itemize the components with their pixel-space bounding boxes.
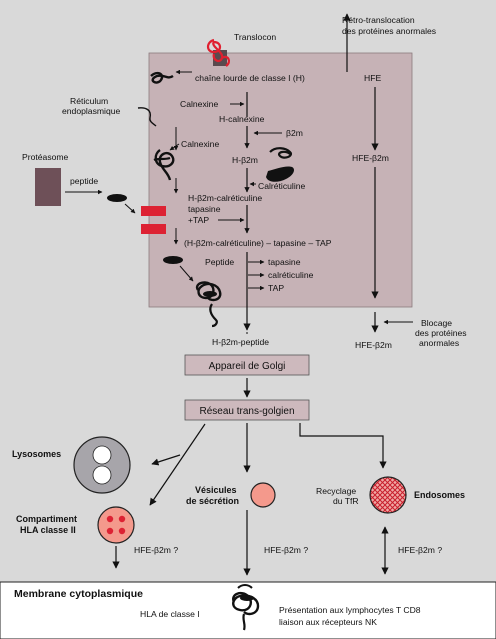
golgi-box (184, 354, 310, 376)
peptide-er-arrow (179, 265, 194, 282)
compartment-label-2: HLA classe II (20, 525, 76, 535)
heavy-chain-icon (150, 71, 174, 84)
calreticuline-icon (266, 166, 294, 182)
lysosome-arrow (151, 454, 181, 466)
compartment-dot-2 (118, 515, 126, 523)
lysosome-organelle (73, 436, 131, 494)
b2m-icon (269, 147, 292, 159)
hfe-question-2: HFE-β2m ? (264, 545, 308, 555)
calnexine-2-label: Calnexine (181, 139, 219, 149)
compartment-dot-4 (118, 527, 126, 535)
retro-label-2: des protéines anormales (342, 26, 436, 36)
tap-block-bottom (141, 224, 166, 234)
surface-hla-icon (232, 584, 260, 631)
reticulum-label-1: Réticulum (70, 96, 108, 106)
lysosomes-label: Lysosomes (12, 449, 61, 459)
calreticuline-label: Calréticuline (258, 181, 306, 191)
endosome-arrow (299, 423, 387, 469)
peptide-er-icon (163, 256, 183, 264)
reticulum-pointer (137, 107, 157, 127)
translocon-label: Translocon (234, 32, 276, 42)
release-label-1: tapasine (268, 257, 301, 267)
h-calnexine-label: H-calnexine (219, 114, 265, 124)
hla-class-i-label: HLA de classe I (140, 609, 200, 619)
b2m-label: β2m (286, 128, 303, 138)
compartment-dot-3 (106, 527, 114, 535)
complex-label-3: +TAP (188, 215, 209, 225)
membrane-band (0, 581, 496, 639)
calnexine-2-pointer (169, 143, 180, 151)
hfe-b2m-out-label: HFE-β2m (355, 340, 392, 350)
endosomes-label: Endosomes (414, 490, 465, 500)
h-b2m-peptide-label: H-β2m-peptide (212, 337, 269, 347)
translocon-icon (206, 38, 231, 67)
lysosome-vesicle-1 (92, 445, 112, 465)
peptide-out-label: peptide (70, 176, 98, 186)
endosome-organelle (369, 476, 407, 514)
loaded-mhc-icon (195, 281, 222, 328)
vesicles-label-1: Vésicules (195, 485, 237, 495)
presentation-label-1: Présentation aux lymphocytes T CD8 (279, 605, 421, 615)
peptide-to-tap-arrow (124, 203, 136, 214)
calnexine-top-label: Calnexine (180, 99, 218, 109)
h-b2m-label: H-β2m (232, 155, 258, 165)
release-label-2: calréticuline (268, 270, 314, 280)
recycling-label-1: Recyclage (316, 486, 356, 496)
hfe-question-1: HFE-β2m ? (134, 545, 178, 555)
vesicles-label-2: de sécrétion (186, 496, 239, 506)
golgi-label: Appareil de Golgi (209, 361, 286, 372)
proteasome-label: Protéasome (22, 152, 69, 162)
hfe-label: HFE (364, 73, 381, 83)
reticulum-label-2: endoplasmique (62, 106, 121, 116)
trans-golgi-label: Réseau trans-golgien (199, 406, 294, 417)
peptide-icon (107, 194, 127, 202)
trans-golgi-box (184, 399, 310, 421)
heavy-chain-label: chaîne lourde de classe I (H) (195, 73, 305, 83)
compartment-label-1: Compartiment (16, 514, 77, 524)
compartment-arrow (149, 423, 206, 506)
release-label-3: TAP (268, 283, 284, 293)
tap-block-top (141, 206, 166, 216)
blocage-label-1: Blocage (421, 318, 452, 328)
presentation-label-2: liaison aux récepteurs NK (279, 617, 377, 627)
complex-label-1: H-β2m-calréticuline (188, 193, 262, 203)
compartment-organelle (97, 506, 135, 544)
peptide-er-label: Peptide (205, 257, 234, 267)
complex-label-2: tapasine (188, 204, 221, 214)
secretory-vesicle (250, 482, 276, 508)
compartment-dot-1 (106, 515, 114, 523)
membrane-title: Membrane cytoplasmique (14, 588, 143, 600)
blocage-label-3: anormales (419, 338, 459, 348)
blocage-label-2: des protéines (415, 328, 467, 338)
lysosome-vesicle-2 (92, 465, 112, 485)
retro-label-1: Rétro-translocation (342, 15, 415, 25)
complex-full-label: (H-β2m-calréticuline) – tapasine – TAP (184, 238, 332, 248)
hfe-question-3: HFE-β2m ? (398, 545, 442, 555)
recycling-label-2: du TfR (333, 496, 359, 506)
proteasome-block (35, 168, 61, 206)
hfe-b2m-label: HFE-β2m (352, 153, 389, 163)
calnexine-complex-icon (153, 149, 175, 181)
